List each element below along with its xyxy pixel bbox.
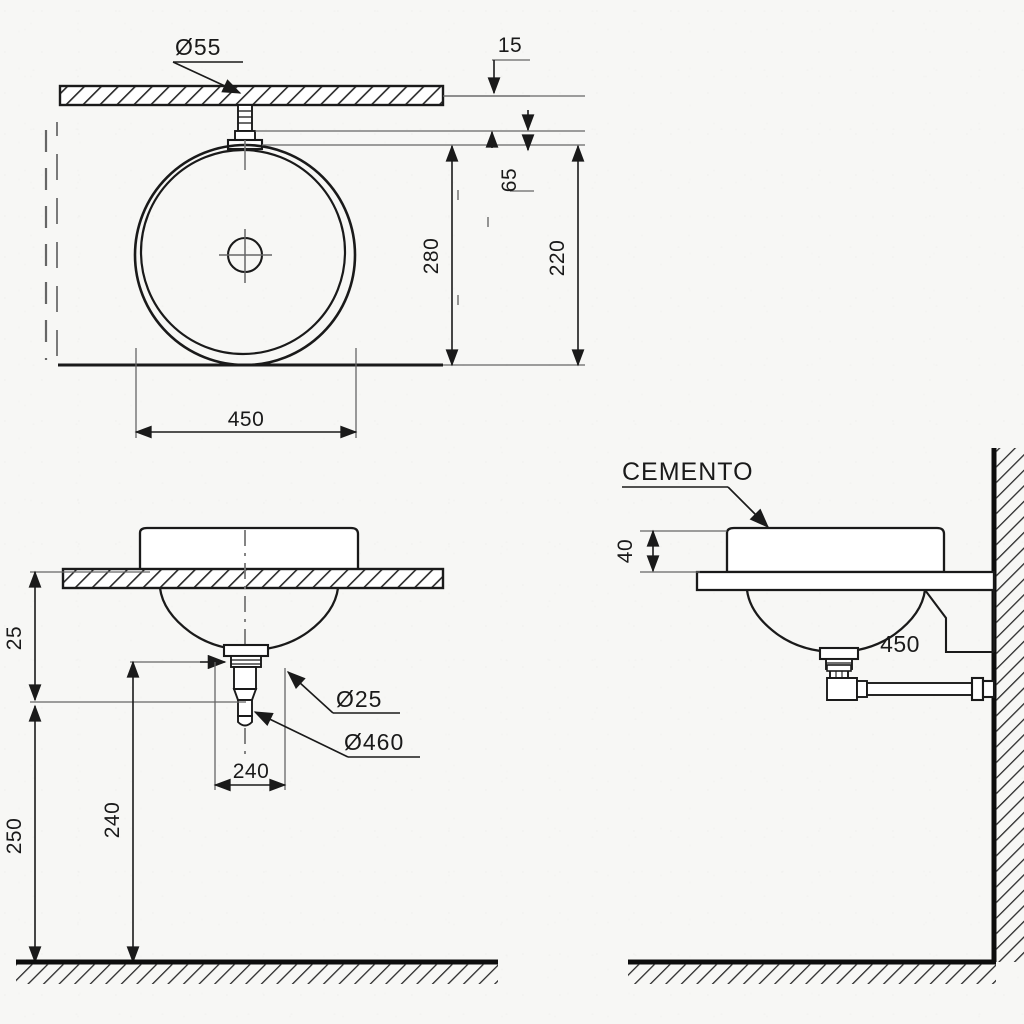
front-elevation-view: 450 15 280 65 220 [44, 34, 585, 439]
basin-bowl-section [158, 587, 340, 652]
dim-25-label: 25 [3, 626, 26, 650]
floor-hatch-right [628, 964, 996, 984]
counter-slab-front [58, 84, 445, 107]
wall-bracket [924, 589, 994, 654]
dim-450-right-label: 450 [880, 631, 920, 657]
floor-hatch-left [16, 964, 498, 984]
supply-pipe-right [866, 676, 996, 702]
wall-mounted-view: CEMENTO 40 450 [614, 448, 1024, 984]
dia25-leader-line [286, 671, 334, 714]
basin-inner-circle [139, 148, 347, 356]
basin-upper-body-section [138, 526, 360, 575]
dim-220-label: 220 [546, 240, 569, 277]
counter-plate-right [695, 570, 996, 592]
dia55-leader-line [172, 61, 242, 94]
dim-240-horz-label: 240 [233, 760, 270, 783]
dim-240-vert-label: 240 [101, 802, 124, 839]
counter-slab-section [61, 567, 445, 590]
dia-25-label: Ø25 [336, 686, 382, 712]
drain-assembly-right [818, 646, 868, 701]
dia460-leader-line [253, 711, 349, 758]
cement-counter-top [725, 526, 946, 574]
dia-55-label: Ø55 [175, 34, 221, 60]
cemento-label: CEMENTO [622, 458, 754, 486]
dim-280-label: 280 [420, 238, 443, 275]
dim-450-top-label: 450 [228, 408, 265, 431]
dim-15-label: 15 [498, 34, 522, 57]
dim-65-label: 65 [498, 168, 521, 192]
side-section-view: 25 250 240 240 Ø25 Ø460 [3, 526, 498, 984]
dia-460-label: Ø460 [344, 729, 404, 755]
drain-assembly-section [222, 643, 270, 727]
cemento-leader-line [727, 486, 770, 529]
dim-250-label: 250 [3, 818, 26, 855]
dim-40-label: 40 [614, 539, 637, 563]
wall-hatch [996, 448, 1024, 962]
